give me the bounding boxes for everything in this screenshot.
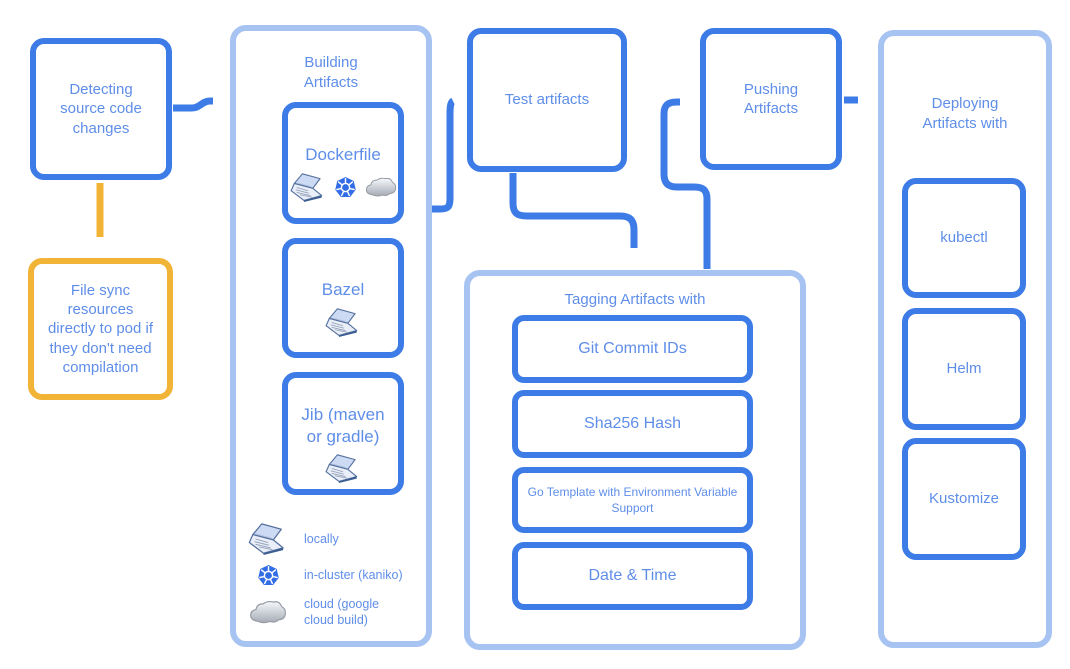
arrow-building-to-test: [432, 97, 455, 213]
legend-item-locally: locally: [244, 523, 403, 555]
node-label: kubectl: [940, 229, 988, 247]
node-jib: Jib (maven or gradle): [282, 372, 404, 495]
node-label: Dockerfile: [305, 145, 381, 165]
laptop-icon: [290, 173, 326, 202]
node-label: Git Commit IDs: [578, 339, 687, 357]
cloud-icon: [249, 599, 287, 625]
node-sha256-hash: Sha256 Hash: [512, 390, 753, 458]
node-file-sync: File sync resources directly to pod if t…: [28, 258, 173, 400]
legend-label: in-cluster (kaniko): [304, 568, 403, 583]
node-dockerfile: Dockerfile: [282, 102, 404, 224]
builder-icons: [325, 454, 361, 484]
node-label: Sha256 Hash: [584, 414, 681, 432]
group-title: Deploying Artifacts with: [922, 95, 1008, 132]
node-label: Pushing Artifacts: [743, 80, 799, 117]
builder-legend: locally in-cluster (kaniko) cloud (googl…: [244, 523, 403, 629]
group-title: Building Artifacts: [303, 54, 359, 91]
group-title: Tagging Artifacts with: [564, 291, 706, 308]
node-label: Detecting source code changes: [60, 81, 142, 137]
arrow-detecting-to-building: [173, 97, 213, 112]
node-git-commit-ids: Git Commit IDs: [512, 315, 753, 383]
legend-item-cloud: cloud (google cloud build): [244, 596, 403, 629]
node-label: Helm: [946, 360, 982, 378]
laptop-icon: [325, 308, 361, 337]
node-kustomize: Kustomize: [902, 438, 1026, 560]
kubernetes-icon: [257, 564, 280, 587]
node-label: Bazel: [321, 280, 365, 300]
legend-label: locally: [304, 531, 339, 546]
legend-item-in-cluster: in-cluster (kaniko): [244, 564, 403, 587]
node-label: Date & Time: [588, 566, 677, 584]
node-label: Jib (maven or gradle): [301, 404, 385, 446]
group-deploying-artifacts: Deploying Artifacts with kubectl Helm Ku…: [878, 30, 1052, 648]
builder-icons: [325, 308, 361, 337]
node-label: Kustomize: [928, 490, 1000, 508]
cloud-icon: [365, 176, 397, 198]
node-pushing-artifacts: Pushing Artifacts: [700, 28, 842, 170]
node-kubectl: kubectl: [902, 178, 1026, 298]
node-label: Go Template with Environment Variable Su…: [527, 484, 738, 515]
node-detecting-source-changes: Detecting source code changes: [30, 38, 172, 180]
laptop-icon: [325, 454, 361, 484]
group-tagging-artifacts: Tagging Artifacts with Git Commit IDs Sh…: [464, 270, 806, 650]
node-go-template: Go Template with Environment Variable Su…: [512, 467, 753, 533]
arrow-test-to-tagging: [509, 173, 638, 248]
kubernetes-icon: [334, 176, 357, 199]
builder-icons: [290, 173, 397, 202]
laptop-icon: [248, 523, 288, 555]
node-bazel: Bazel: [282, 238, 404, 358]
node-test-artifacts: Test artifacts: [467, 28, 627, 172]
node-label: File sync resources directly to pod if t…: [47, 282, 154, 376]
node-date-time: Date & Time: [512, 542, 753, 610]
node-label: Test artifacts: [504, 91, 590, 109]
legend-label: cloud (google cloud build): [304, 597, 380, 628]
group-building-artifacts: Building Artifacts Dockerfile Bazel Jib …: [230, 25, 432, 647]
node-helm: Helm: [902, 308, 1026, 430]
